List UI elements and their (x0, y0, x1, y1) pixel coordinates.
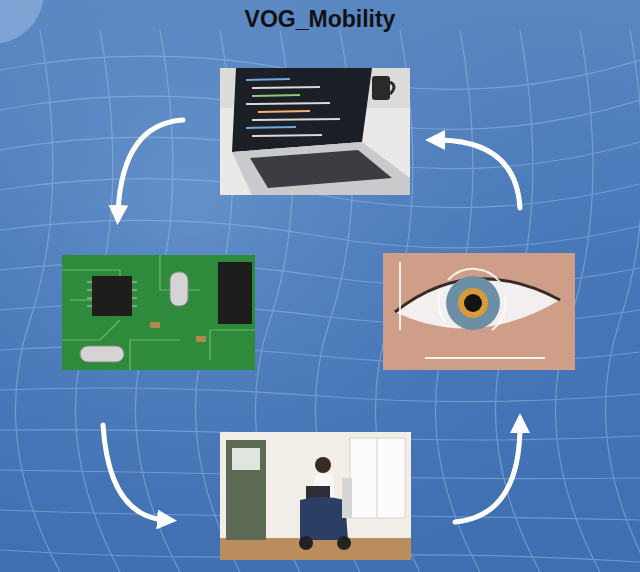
circuit-photo (62, 255, 255, 370)
photo-node (383, 253, 575, 370)
cycle-arrow (437, 140, 520, 208)
cycle-arrow (455, 425, 520, 522)
wheelchair-photo (220, 432, 411, 560)
cycle-arrow (103, 425, 165, 520)
cycle-arrow (118, 120, 183, 213)
laptop-photo (220, 68, 410, 195)
photo-node (220, 432, 411, 560)
photo-node (62, 255, 255, 370)
diagram-title: VOG_Mobility (0, 6, 640, 33)
eye-photo (383, 253, 575, 370)
photo-node (220, 68, 410, 195)
